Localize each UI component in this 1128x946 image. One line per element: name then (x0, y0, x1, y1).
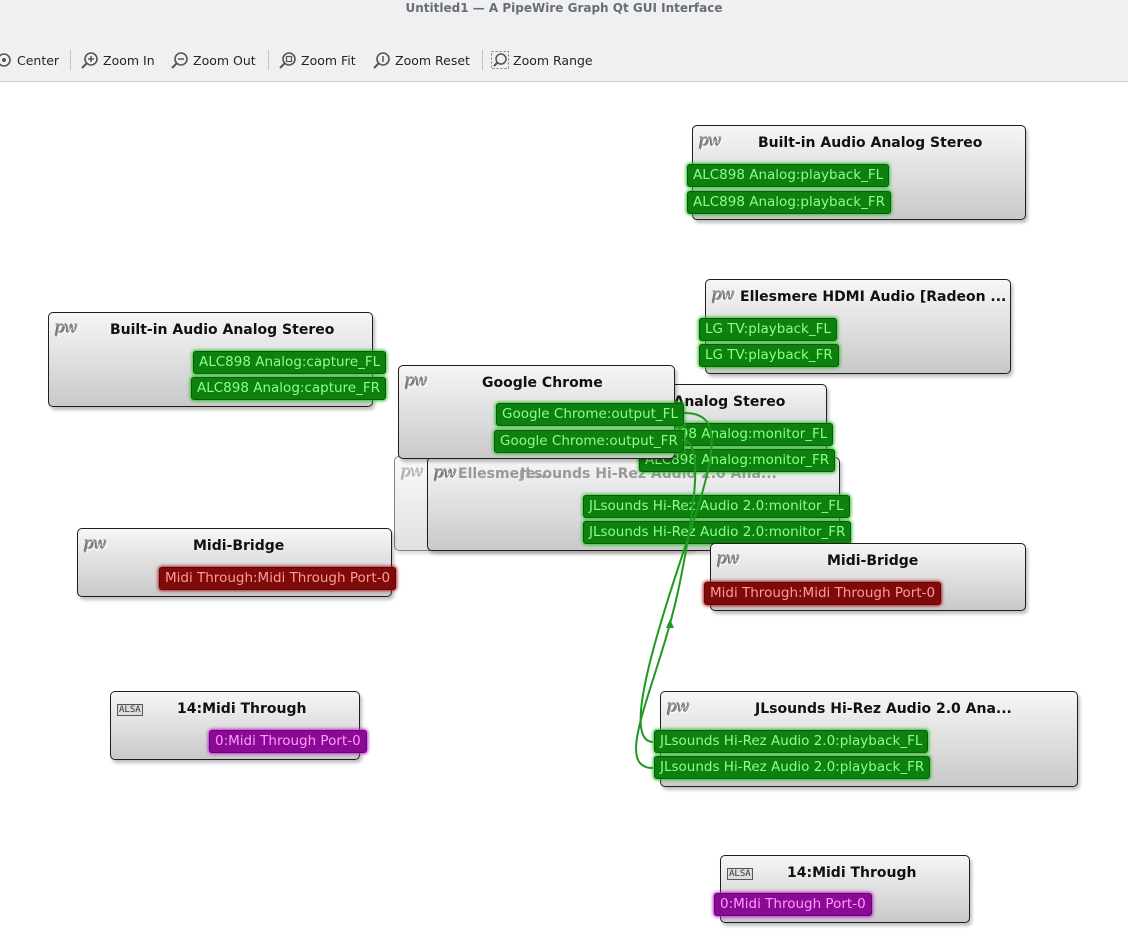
zoom-fit-button[interactable]: Zoom Fit (278, 48, 356, 72)
graph-canvas[interactable]: pw pw Ellesmere... JLsounds Hi-Rez Audio… (0, 82, 1128, 946)
node-alsa-midi-through-capture[interactable]: ALSA 14:Midi Through 0:Midi Through Port… (110, 691, 367, 760)
output-port[interactable]: 0:Midi Through Port-0 (209, 730, 367, 753)
output-port[interactable]: ALC898 Analog:capture_FL (193, 351, 387, 374)
toolbar-separator (70, 50, 71, 70)
node-alsa-midi-through-playback[interactable]: ALSA 14:Midi Through 0:Midi Through Port… (714, 855, 970, 923)
center-label: Center (17, 52, 60, 68)
node-title: Google Chrome (482, 375, 603, 391)
center-icon (0, 53, 11, 67)
node-title: Midi-Bridge (827, 553, 919, 569)
output-port[interactable]: JLsounds Hi-Rez Audio 2.0:monitor_FR (583, 521, 852, 544)
node-title: Ellesmere... (458, 466, 552, 482)
alsa-icon: ALSA (727, 868, 753, 880)
input-port[interactable]: JLsounds Hi-Rez Audio 2.0:playback_FL (654, 730, 929, 753)
zoom-reset-icon (373, 52, 390, 69)
node-title: 14:Midi Through (177, 701, 307, 717)
zoom-out-button[interactable]: Zoom Out (170, 48, 256, 72)
pipewire-icon: pw (434, 463, 457, 482)
node-builtin-playback[interactable]: pw Built-in Audio Analog Stereo ALC898 A… (687, 125, 1026, 220)
zoom-in-button[interactable]: Zoom In (80, 48, 155, 72)
output-port[interactable]: Midi Through:Midi Through Port-0 (159, 567, 397, 590)
window-title: Untitled1 — A PipeWire Graph Qt GUI Inte… (405, 1, 723, 15)
zoom-range-label: Zoom Range (513, 52, 593, 68)
pipewire-icon: pw (699, 131, 722, 150)
input-port[interactable]: Midi Through:Midi Through Port-0 (704, 582, 942, 605)
output-port[interactable]: Google Chrome:output_FR (494, 430, 684, 453)
node-title: Midi-Bridge (193, 538, 285, 554)
center-button[interactable]: Center (0, 48, 59, 72)
node-title: JLsounds Hi-Rez Audio 2.0 Ana... (755, 701, 1012, 717)
pipewire-icon: pw (667, 697, 690, 716)
pipewire-icon: pw (712, 285, 735, 304)
node-midi-bridge-playback[interactable]: pw Midi-Bridge Midi Through:Midi Through… (704, 543, 1026, 611)
node-title: 14:Midi Through (787, 865, 917, 881)
zoom-out-icon (171, 52, 188, 69)
zoom-range-icon (491, 51, 509, 69)
zoom-in-label: Zoom In (103, 52, 155, 68)
input-port[interactable]: ALC898 Analog:playback_FR (687, 191, 891, 214)
zoom-in-icon (81, 52, 98, 69)
zoom-range-button[interactable]: Zoom Range (490, 48, 593, 72)
input-port[interactable]: 0:Midi Through Port-0 (714, 893, 872, 916)
zoom-out-label: Zoom Out (193, 52, 256, 68)
zoom-fit-icon (279, 52, 296, 69)
output-port[interactable]: JLsounds Hi-Rez Audio 2.0:monitor_FL (583, 495, 850, 518)
link-arrow (666, 619, 674, 628)
node-midi-bridge-capture[interactable]: pw Midi-Bridge Midi Through:Midi Through… (77, 528, 397, 597)
node-jlsounds-playback[interactable]: pw JLsounds Hi-Rez Audio 2.0 Ana... JLso… (654, 691, 1078, 787)
pipewire-icon: pw (717, 549, 740, 568)
input-port[interactable]: JLsounds Hi-Rez Audio 2.0:playback_FR (654, 756, 931, 779)
node-title: Built-in Audio Analog Stereo (110, 322, 335, 338)
pipewire-icon: pw (84, 534, 107, 553)
input-port[interactable]: ALC898 Analog:playback_FL (687, 164, 890, 187)
window-titlebar: Untitled1 — A PipeWire Graph Qt GUI Inte… (0, 0, 1128, 41)
pipewire-icon: pw (401, 462, 424, 481)
pipewire-icon: pw (55, 318, 78, 337)
node-builtin-capture[interactable]: pw Built-in Audio Analog Stereo ALC898 A… (48, 312, 387, 407)
toolbar-separator (482, 50, 483, 70)
toolbar: Center Zoom In Zoom Out Zoom Fit Zoom Re… (0, 40, 1128, 82)
zoom-reset-label: Zoom Reset (395, 52, 470, 68)
node-hdmi[interactable]: pw Ellesmere HDMI Audio [Radeon ... LG T… (699, 279, 1011, 374)
toolbar-separator (268, 50, 269, 70)
input-port[interactable]: LG TV:playback_FL (699, 318, 837, 341)
node-title: Built-in Audio Analog Stereo (758, 135, 983, 151)
zoom-reset-button[interactable]: Zoom Reset (372, 48, 470, 72)
pipewire-icon: pw (405, 371, 428, 390)
node-google-chrome[interactable]: pw Google Chrome Google Chrome:output_FL… (398, 365, 684, 459)
output-port[interactable]: Google Chrome:output_FL (496, 403, 684, 426)
node-title: Ellesmere HDMI Audio [Radeon ... (740, 289, 1007, 305)
input-port[interactable]: LG TV:playback_FR (699, 344, 839, 367)
output-port[interactable]: ALC898 Analog:capture_FR (191, 377, 387, 400)
zoom-fit-label: Zoom Fit (301, 52, 356, 68)
alsa-icon: ALSA (117, 704, 143, 716)
